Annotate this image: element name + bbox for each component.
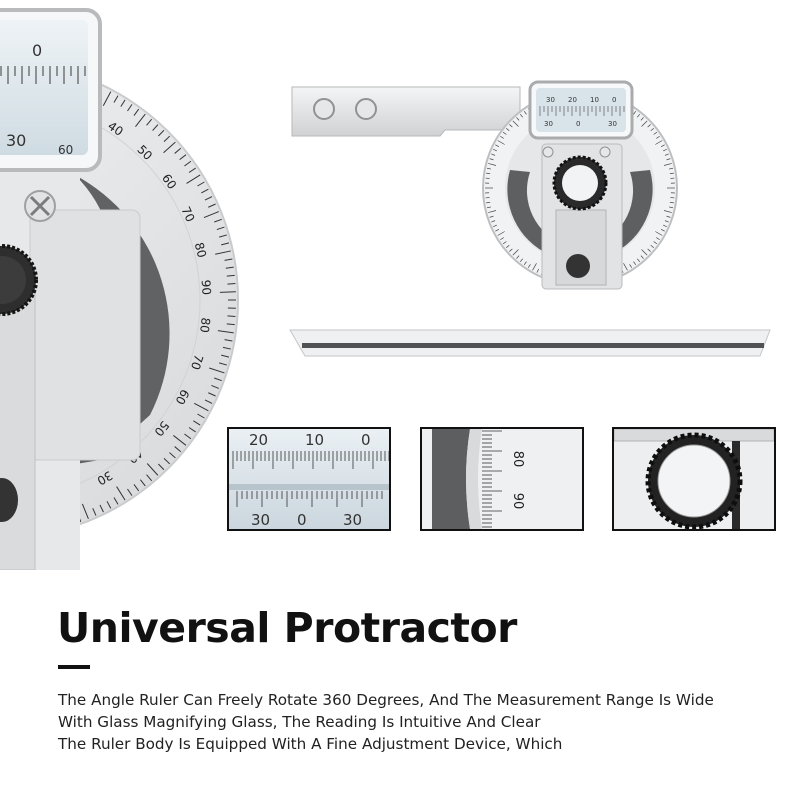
description-line: The Ruler Body Is Equipped With A Fine A… <box>58 735 563 753</box>
hero-scale-tick-label: 60 <box>173 387 193 407</box>
product-vernier-label: 30 <box>546 96 555 104</box>
detail-vernier-label: 30 <box>251 511 270 529</box>
description-line: The Angle Ruler Can Freely Rotate 360 De… <box>58 691 714 709</box>
screw-icon <box>355 98 377 120</box>
product-vernier-label: 20 <box>568 96 577 104</box>
detail-scale-label: 80 <box>510 451 525 468</box>
product-vernier-label: 10 <box>590 96 599 104</box>
detail-vernier-label: 0 <box>361 431 371 449</box>
product-vernier-label: 30 <box>544 120 553 128</box>
detail-vernier-label: 30 <box>343 511 362 529</box>
description: The Angle Ruler Can Freely Rotate 360 De… <box>58 689 778 755</box>
description-line: With Glass Magnifying Glass, The Reading… <box>58 713 541 731</box>
screw-icon <box>24 190 56 222</box>
page-title: Universal Protractor <box>57 604 517 652</box>
product-vernier-label: 30 <box>608 120 617 128</box>
product-vernier-label: 0 <box>612 96 616 104</box>
protractor-closeup: 40506070809080706050403020 0 30 60 <box>0 0 250 570</box>
hero-scale-tick-label: 80 <box>192 241 209 259</box>
screw-icon <box>542 146 554 158</box>
hero-scale-tick-label: 80 <box>197 317 213 334</box>
hero-scale-tick-label: 70 <box>188 353 206 372</box>
hero-tick-marks <box>54 91 236 530</box>
detail-scale-groove: 80 90 <box>420 427 584 531</box>
hero-vernier-side-label: 60 <box>58 143 73 157</box>
detail-vernier-label: 10 <box>305 431 324 449</box>
product-blade <box>291 86 521 137</box>
detail-adjust-knob <box>612 427 776 531</box>
hero-scale-tick-label: 30 <box>95 468 115 488</box>
detail-vernier-label: 0 <box>297 511 307 529</box>
screw-icon <box>599 146 611 158</box>
detail-scale-label: 90 <box>510 493 525 510</box>
screw-icon <box>313 98 335 120</box>
product-vernier-label: 0 <box>576 120 580 128</box>
hero-vernier-top-label: 0 <box>32 41 42 60</box>
detail-vernier-label: 20 <box>249 431 268 449</box>
detail-vernier-glass: 20 10 0 30 0 30 <box>227 427 391 531</box>
protractor-product-photo: 30 20 10 0 30 0 30 <box>280 60 790 380</box>
hero-vernier-bottom-label: 30 <box>6 131 26 150</box>
hero-scale-tick-label: 70 <box>178 205 197 225</box>
title-divider <box>58 665 90 669</box>
hero-scale-tick-label: 90 <box>199 279 214 295</box>
hero-vernier-glass <box>0 20 88 155</box>
